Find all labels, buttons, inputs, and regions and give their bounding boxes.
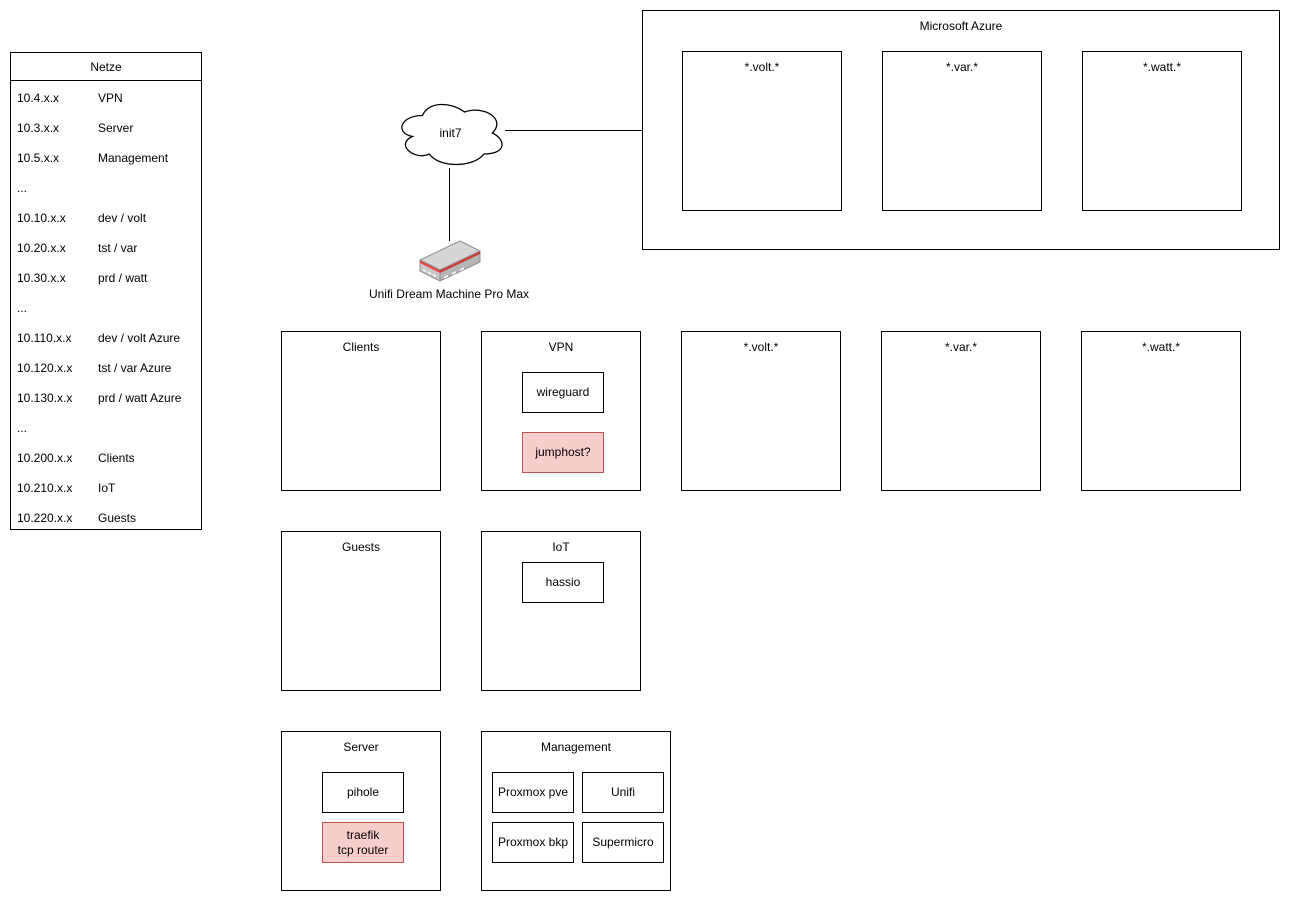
var-network-box: *.var.* [881, 331, 1041, 491]
netze-row-label: dev / volt [98, 211, 147, 225]
watt-network-box: *.watt.* [1081, 331, 1241, 491]
netze-row-label: tst / var Azure [98, 361, 172, 375]
netze-row-label: dev / volt Azure [98, 331, 181, 345]
netze-row-cidr: ... [17, 421, 28, 435]
wan-to-router-line [449, 168, 450, 241]
proxmox-pve-node: Proxmox pve [492, 772, 574, 813]
netze-row-cidr: 10.4.x.x [17, 91, 60, 105]
netze-row-label: VPN [98, 91, 123, 105]
netze-row-cidr: 10.120.x.x [17, 361, 73, 375]
netze-row: ... [11, 293, 201, 323]
netze-row-label: Clients [98, 451, 135, 465]
netze-row-cidr: 10.110.x.x [17, 331, 72, 345]
unifi-node: Unifi [582, 772, 664, 813]
iot-network-box: IoT hassio [481, 531, 641, 691]
router-icon [418, 239, 482, 285]
netze-row-cidr: 10.210.x.x [17, 481, 73, 495]
azure-subnet-watt: *.watt.* [1082, 51, 1242, 211]
volt-network-box: *.volt.* [681, 331, 841, 491]
netze-row-label: prd / watt [98, 271, 148, 285]
netze-row: 10.200.x.x Clients [11, 443, 201, 473]
netze-row-label: tst / var [98, 241, 138, 255]
supermicro-node: Supermicro [582, 822, 664, 863]
guests-network-box: Guests [281, 531, 441, 691]
netze-row: 10.120.x.x tst / var Azure [11, 353, 201, 383]
router-label: Unifi Dream Machine Pro Max [368, 287, 530, 301]
netze-row-label: IoT [98, 481, 116, 495]
cloud-icon [401, 103, 503, 166]
netze-row-cidr: ... [17, 181, 28, 195]
box-title: VPN [548, 340, 574, 354]
wan-to-azure-line [505, 130, 642, 131]
netze-row-cidr: 10.130.x.x [17, 391, 73, 405]
azure-title: Microsoft Azure [919, 19, 1003, 33]
box-title: *.watt.* [1142, 60, 1181, 74]
azure-subnet-volt: *.volt.* [682, 51, 842, 211]
clients-network-box: Clients [281, 331, 441, 491]
box-title: Guests [341, 540, 380, 554]
proxmox-bkp-node: Proxmox bkp [492, 822, 574, 863]
management-network-box: Management Proxmox pve Unifi Proxmox bkp… [481, 731, 671, 891]
netze-row: ... [11, 413, 201, 443]
server-network-box: Server pihole traefik tcp router [281, 731, 441, 891]
vpn-network-box: VPN wireguard jumphost? [481, 331, 641, 491]
netze-row: 10.220.x.x Guests [11, 503, 201, 533]
netze-row: 10.10.x.x dev / volt [11, 203, 201, 233]
wireguard-node: wireguard [522, 372, 604, 413]
netze-table-title: Netze [11, 53, 201, 81]
netze-row-cidr: 10.200.x.x [17, 451, 73, 465]
netze-row: 10.3.x.x Server [11, 113, 201, 143]
box-title: Management [540, 740, 612, 754]
router-3d-icon [419, 240, 481, 282]
box-title: *.volt.* [744, 60, 780, 74]
box-title: IoT [552, 540, 570, 554]
netze-row-cidr: 10.20.x.x [17, 241, 66, 255]
netze-row-cidr: 10.30.x.x [17, 271, 66, 285]
netze-row-cidr: 10.220.x.x [17, 511, 73, 525]
netze-row: 10.4.x.x VPN [11, 83, 201, 113]
box-title: *.watt.* [1141, 340, 1180, 354]
hassio-node: hassio [522, 562, 604, 603]
netze-row-label: Management [98, 151, 169, 165]
box-title: Server [343, 740, 379, 754]
netze-row-label: prd / watt Azure [98, 391, 182, 405]
netze-row: 10.110.x.x dev / volt Azure [11, 323, 201, 353]
pihole-node: pihole [322, 772, 404, 813]
azure-group-box: Microsoft Azure *.volt.* *.var.* *.watt.… [642, 10, 1280, 250]
netze-row-cidr: 10.5.x.x [17, 151, 60, 165]
netze-row: 10.130.x.x prd / watt Azure [11, 383, 201, 413]
internet-cloud: init7 [393, 97, 508, 169]
azure-subnet-var: *.var.* [882, 51, 1042, 211]
netze-table: Netze 10.4.x.x VPN 10.3.x.x Server 10.5.x.… [10, 52, 202, 530]
netze-row: 10.30.x.x prd / watt [11, 263, 201, 293]
netze-table-rows: 10.4.x.x VPN 10.3.x.x Server 10.5.x.x Manag… [11, 81, 201, 533]
netze-row: 10.20.x.x tst / var [11, 233, 201, 263]
netze-row: 10.5.x.x Management [11, 143, 201, 173]
netze-row-cidr: 10.3.x.x [17, 121, 60, 135]
netze-row-label: Server [98, 121, 134, 135]
jumphost-node: jumphost? [522, 432, 604, 473]
box-title: *.var.* [944, 340, 977, 354]
box-title: *.volt.* [743, 340, 779, 354]
netze-row-label: Guests [98, 511, 137, 525]
netze-row-cidr: 10.10.x.x [17, 211, 66, 225]
netze-row: ... [11, 173, 201, 203]
netze-row: 10.210.x.x IoT [11, 473, 201, 503]
netze-row-cidr: ... [17, 301, 28, 315]
box-title: *.var.* [945, 60, 978, 74]
traefik-node: traefik tcp router [322, 822, 404, 863]
box-title: Clients [342, 340, 380, 354]
cloud-label: init7 [439, 126, 462, 140]
